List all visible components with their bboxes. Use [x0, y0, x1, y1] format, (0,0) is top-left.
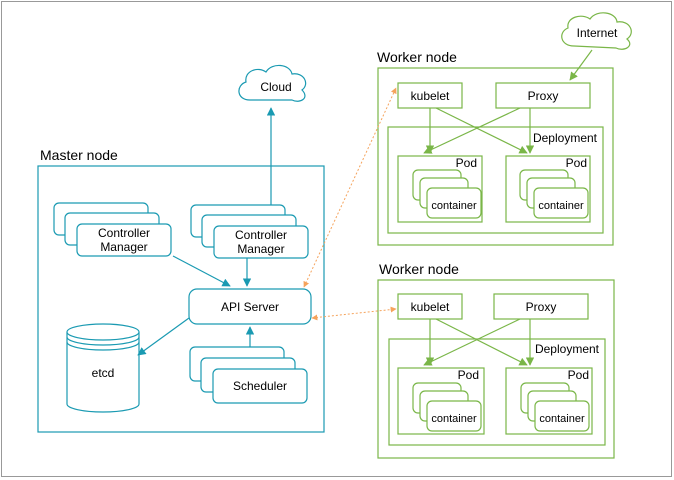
worker-node-top: Worker node kubelet Proxy Deployment Pod…: [377, 49, 614, 246]
controller-manager-right-line2: Manager: [237, 242, 284, 256]
pod-bottom-left-label: Pod: [458, 368, 479, 382]
deployment-bottom-box: [388, 338, 606, 446]
internet-shape: Internet: [561, 12, 632, 50]
controller-manager-right: Controller Manager: [190, 204, 309, 259]
controller-manager-left-line1: Controller: [98, 226, 150, 240]
kubelet-bottom-box: [397, 293, 463, 320]
arrow-controller-left-to-api: [172, 255, 231, 287]
api-server-label: API Server: [221, 300, 279, 314]
container-bottom-right: [534, 400, 590, 432]
arrow-kubelet-bottom-to-pod-right: [435, 318, 528, 366]
container-bottom-left: [426, 400, 482, 432]
pod-top-left-label: Pod: [456, 156, 477, 170]
master-node-box: [37, 165, 325, 433]
scheduler: Scheduler: [189, 346, 308, 404]
container-bottom-right-label: container: [539, 413, 585, 425]
cloud-shape: Cloud: [238, 64, 307, 102]
api-server: API Server: [188, 288, 312, 325]
container-top-right: [533, 187, 589, 219]
link-api-to-kubelet-top: [303, 87, 397, 288]
scheduler-label: Scheduler: [233, 379, 287, 393]
container-bottom-left-label: container: [431, 413, 477, 425]
deployment-top-label: Deployment: [533, 131, 598, 145]
arrow-kubelet-top-to-pod-right: [435, 107, 528, 154]
pod-bottom-right-label: Pod: [568, 368, 589, 382]
controller-manager-left-line2: Manager: [100, 240, 147, 254]
deployment-bottom-label: Deployment: [535, 342, 600, 356]
container-top-left: [426, 187, 482, 219]
master-node: Master node Controller Manager Controlle…: [37, 107, 325, 433]
worker-node-bottom-title: Worker node: [379, 261, 459, 277]
arrow-proxy-bottom-to-pod-left: [423, 318, 521, 366]
master-node-title: Master node: [40, 147, 118, 163]
etcd-label: etcd: [92, 366, 115, 380]
worker-node-bottom-box: [377, 279, 615, 459]
proxy-top-label: Proxy: [528, 89, 559, 103]
kubelet-top-label: kubelet: [411, 89, 450, 103]
etcd-database: etcd: [66, 323, 140, 413]
cloud-label: Cloud: [260, 80, 291, 94]
container-top-right-label: container: [538, 200, 584, 212]
kubelet-bottom-label: kubelet: [411, 300, 450, 314]
arrow-api-to-etcd: [137, 317, 190, 356]
kubelet-top-box: [397, 82, 463, 109]
controller-manager-left: Controller Manager: [53, 202, 172, 257]
container-top-left-label: container: [431, 200, 477, 212]
arrow-proxy-top-to-pod-left: [423, 107, 521, 154]
pod-top-right-label: Pod: [566, 156, 587, 170]
worker-node-bottom: Worker node kubelet Proxy Deployment Pod…: [377, 261, 615, 459]
internet-label: Internet: [577, 26, 618, 40]
proxy-bottom-label: Proxy: [526, 300, 557, 314]
controller-manager-right-line1: Controller: [235, 228, 287, 242]
arrow-internet-to-proxy: [569, 49, 593, 81]
proxy-bottom-box: [493, 293, 589, 320]
proxy-top-box: [495, 82, 591, 109]
worker-node-top-title: Worker node: [377, 49, 457, 65]
